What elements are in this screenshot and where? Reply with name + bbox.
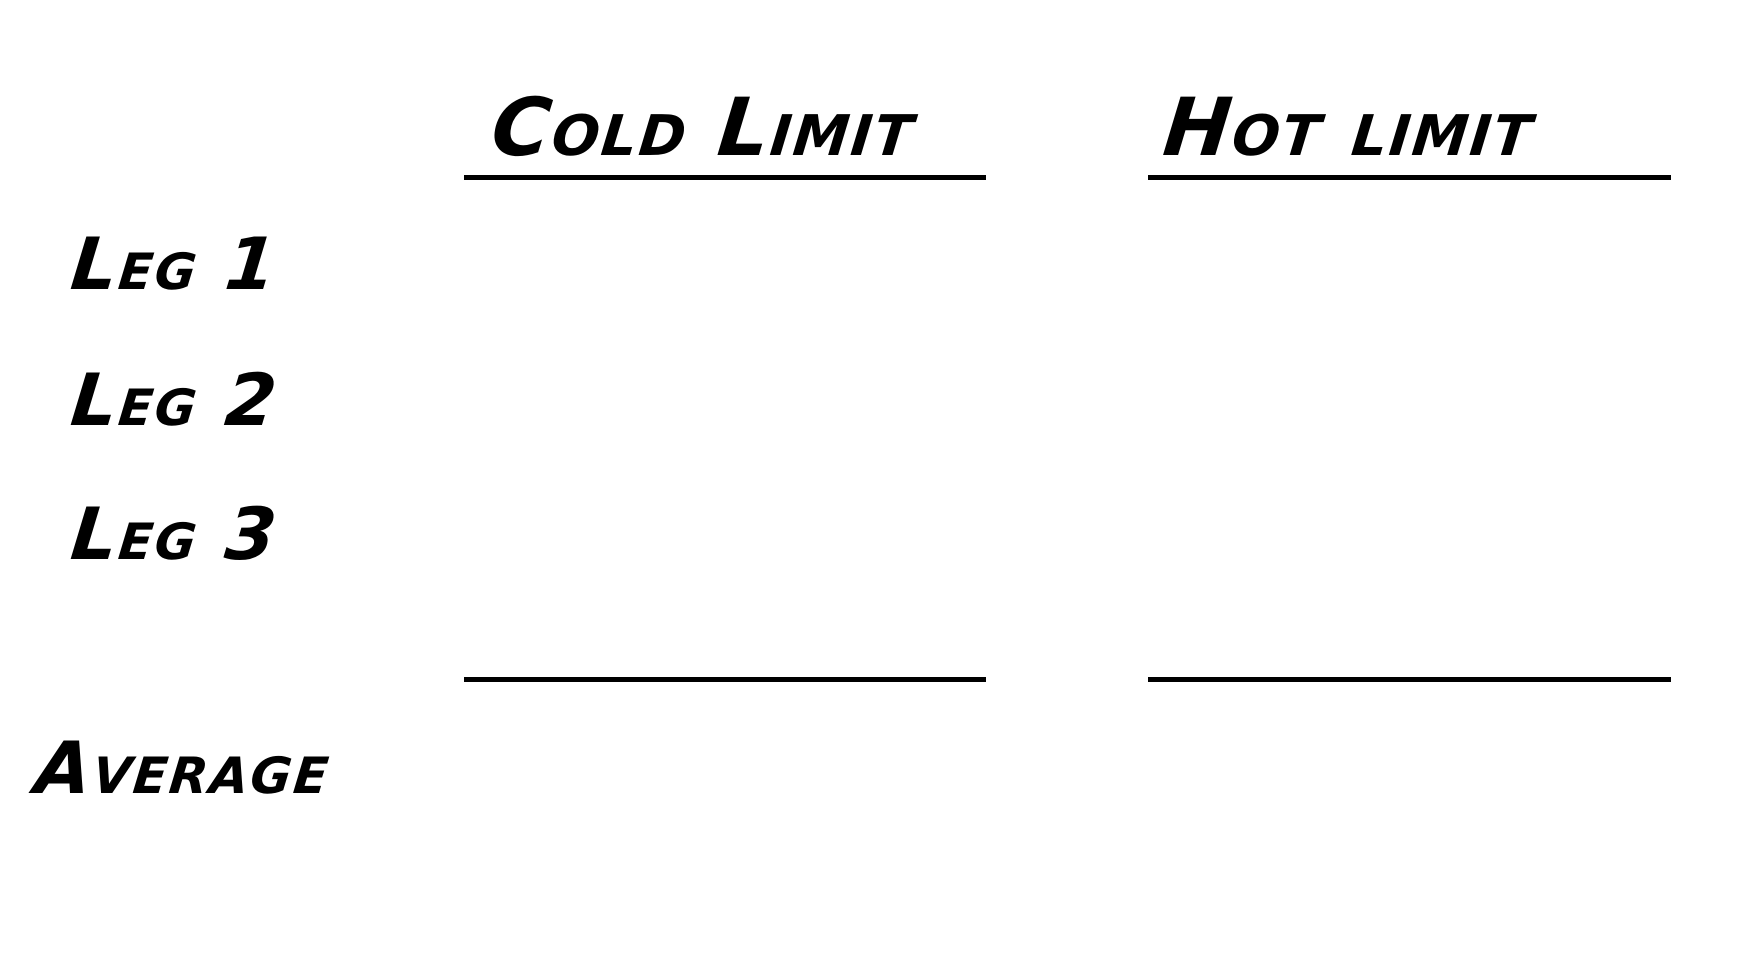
cold-limit-header-underline bbox=[464, 175, 986, 180]
hot-limit-header-underline bbox=[1148, 175, 1671, 180]
cold-limit-header: Cold Limit bbox=[487, 81, 921, 174]
hot-limit-header: Hot limit bbox=[1159, 81, 1540, 174]
leg-1-label: Leg 1 bbox=[67, 222, 283, 306]
leg-2-label: Leg 2 bbox=[67, 358, 283, 442]
leg-3-label: Leg 3 bbox=[67, 492, 283, 576]
hot-limit-total-line bbox=[1148, 677, 1671, 682]
cold-limit-total-line bbox=[464, 677, 986, 682]
average-label: Average bbox=[31, 726, 336, 810]
